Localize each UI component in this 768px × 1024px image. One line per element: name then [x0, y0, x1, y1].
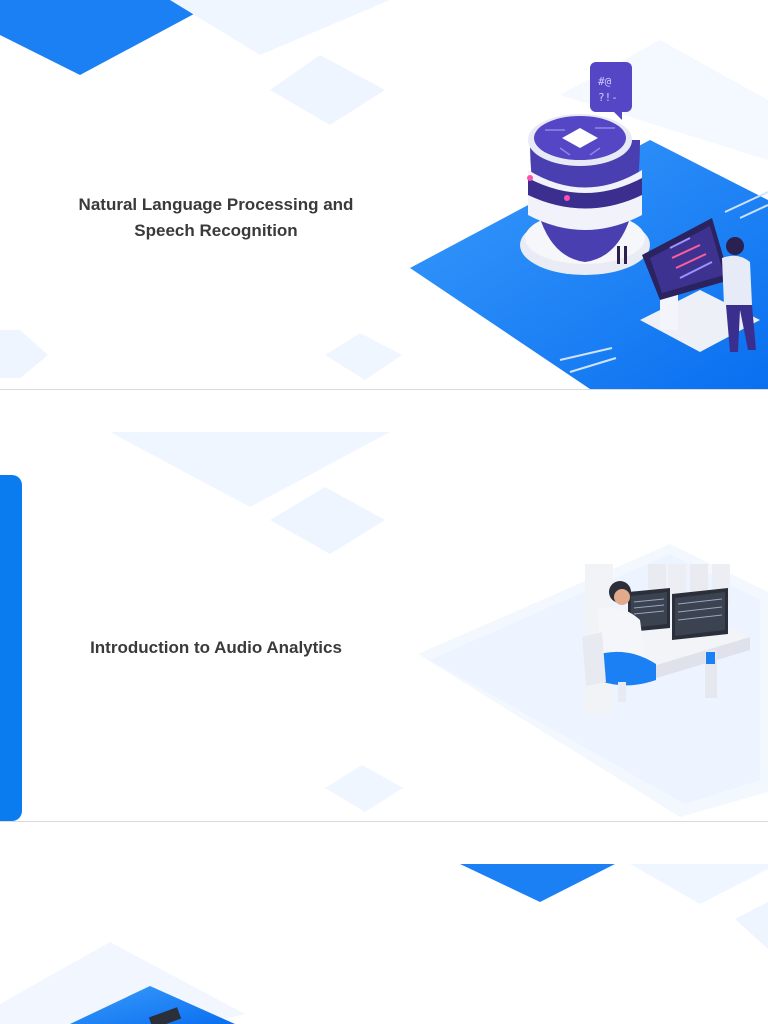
svg-text:#@: #@	[598, 75, 612, 88]
workstation-illustration	[582, 564, 750, 714]
slide-title: Introduction to Audio Analytics	[90, 638, 342, 657]
robot-illustration: #@ ?!-	[520, 62, 760, 352]
slide-title-line-2: Speech Recognition	[134, 221, 298, 240]
slide-audio-analytics[interactable]: Introduction to Audio Analytics	[0, 432, 768, 821]
left-accent-bar	[0, 475, 22, 821]
svg-text:?!-: ?!-	[598, 91, 618, 104]
slide-next[interactable]	[0, 864, 768, 1024]
slide-title-line-1: Natural Language Processing and	[78, 195, 354, 214]
slide-divider	[0, 389, 768, 390]
slide-title: Natural Language Processing and Speech R…	[58, 192, 374, 244]
slide-divider	[0, 821, 768, 822]
slide-nlp-speech[interactable]: #@ ?!- Natural Language Processing and S…	[0, 0, 768, 389]
slide-background	[0, 864, 768, 1024]
